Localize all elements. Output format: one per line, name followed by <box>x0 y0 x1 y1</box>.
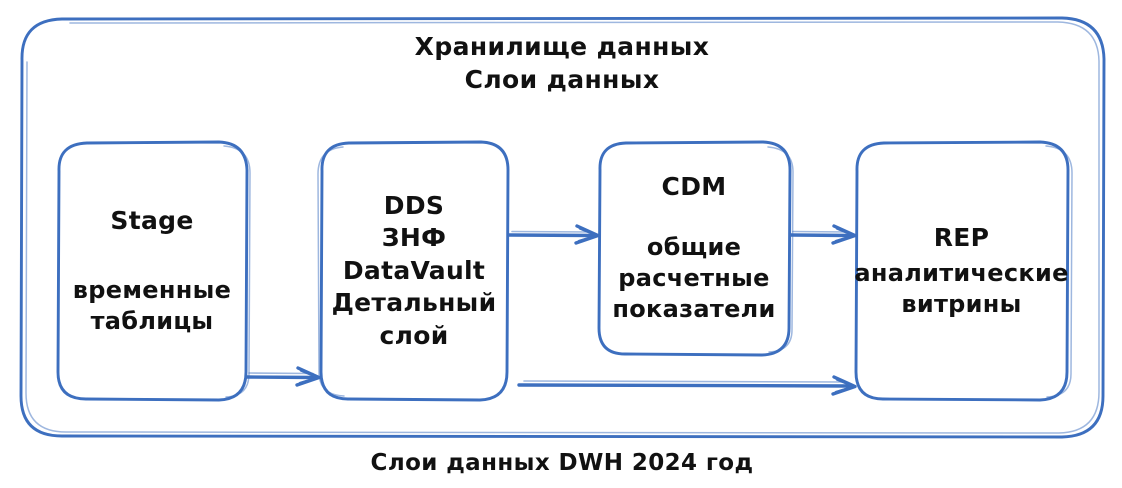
node-stage-subtitle: временные таблицы <box>72 276 232 336</box>
diagram-title: Хранилище данных Слои данных <box>414 32 710 95</box>
node-dds[interactable]: DDS ЗНФ DataVault Детальный слой <box>320 142 508 400</box>
node-rep-subtitle: аналитические витрины <box>854 259 1069 319</box>
node-cdm-title: CDM <box>661 172 727 202</box>
edge-stage-to-dds <box>245 366 321 387</box>
node-cdm[interactable]: CDM общие расчетные показатели <box>598 142 790 355</box>
node-dds-title: DDS ЗНФ DataVault Детальный слой <box>331 190 497 350</box>
edge-dds-to-cdm <box>507 224 600 245</box>
edge-cdm-to-rep <box>789 224 857 245</box>
node-stage[interactable]: Stage временные таблицы <box>57 142 247 400</box>
node-rep[interactable]: REP аналитические витрины <box>854 142 1069 400</box>
node-rep-title: REP <box>933 222 990 252</box>
edge-dds-to-rep <box>517 375 857 396</box>
diagram-caption: Слои данных DWH 2024 год <box>370 450 754 476</box>
node-stage-title: Stage <box>110 205 194 235</box>
node-cdm-subtitle: общие расчетные показатели <box>612 232 776 324</box>
